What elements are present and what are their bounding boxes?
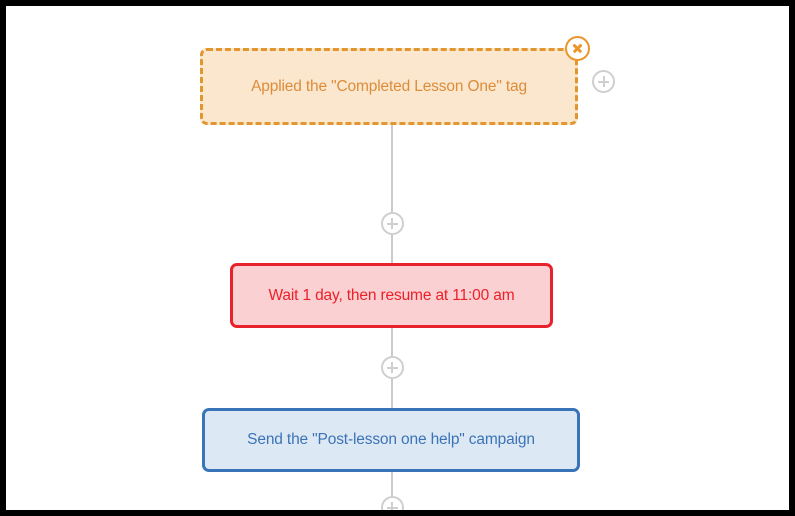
connector-campaign-to-next (391, 469, 393, 510)
plus-circle-icon-add-between-wait-and-campaign[interactable] (380, 356, 404, 379)
step-node-wait[interactable]: Wait 1 day, then resume at 11:00 am (230, 263, 553, 328)
step-node-tag-applied-label: Applied the "Completed Lesson One" tag (251, 77, 527, 95)
step-node-wait-label: Wait 1 day, then resume at 11:00 am (268, 286, 515, 304)
step-node-campaign-label: Send the "Post-lesson one help" campaign (247, 431, 535, 449)
connector-tag-to-wait (391, 125, 393, 263)
plus-circle-icon-add-between-tag-and-wait[interactable] (380, 212, 404, 235)
plus-circle-icon-add-after-campaign[interactable] (380, 496, 404, 510)
step-node-campaign[interactable]: Send the "Post-lesson one help" campaign (202, 408, 580, 472)
step-node-tag-applied[interactable]: Applied the "Completed Lesson One" tag (200, 48, 578, 125)
close-icon[interactable] (565, 36, 590, 61)
sequence-canvas[interactable]: Applied the "Completed Lesson One" tag W… (6, 6, 789, 510)
plus-circle-icon-add-beside-tag-step[interactable] (592, 70, 615, 93)
